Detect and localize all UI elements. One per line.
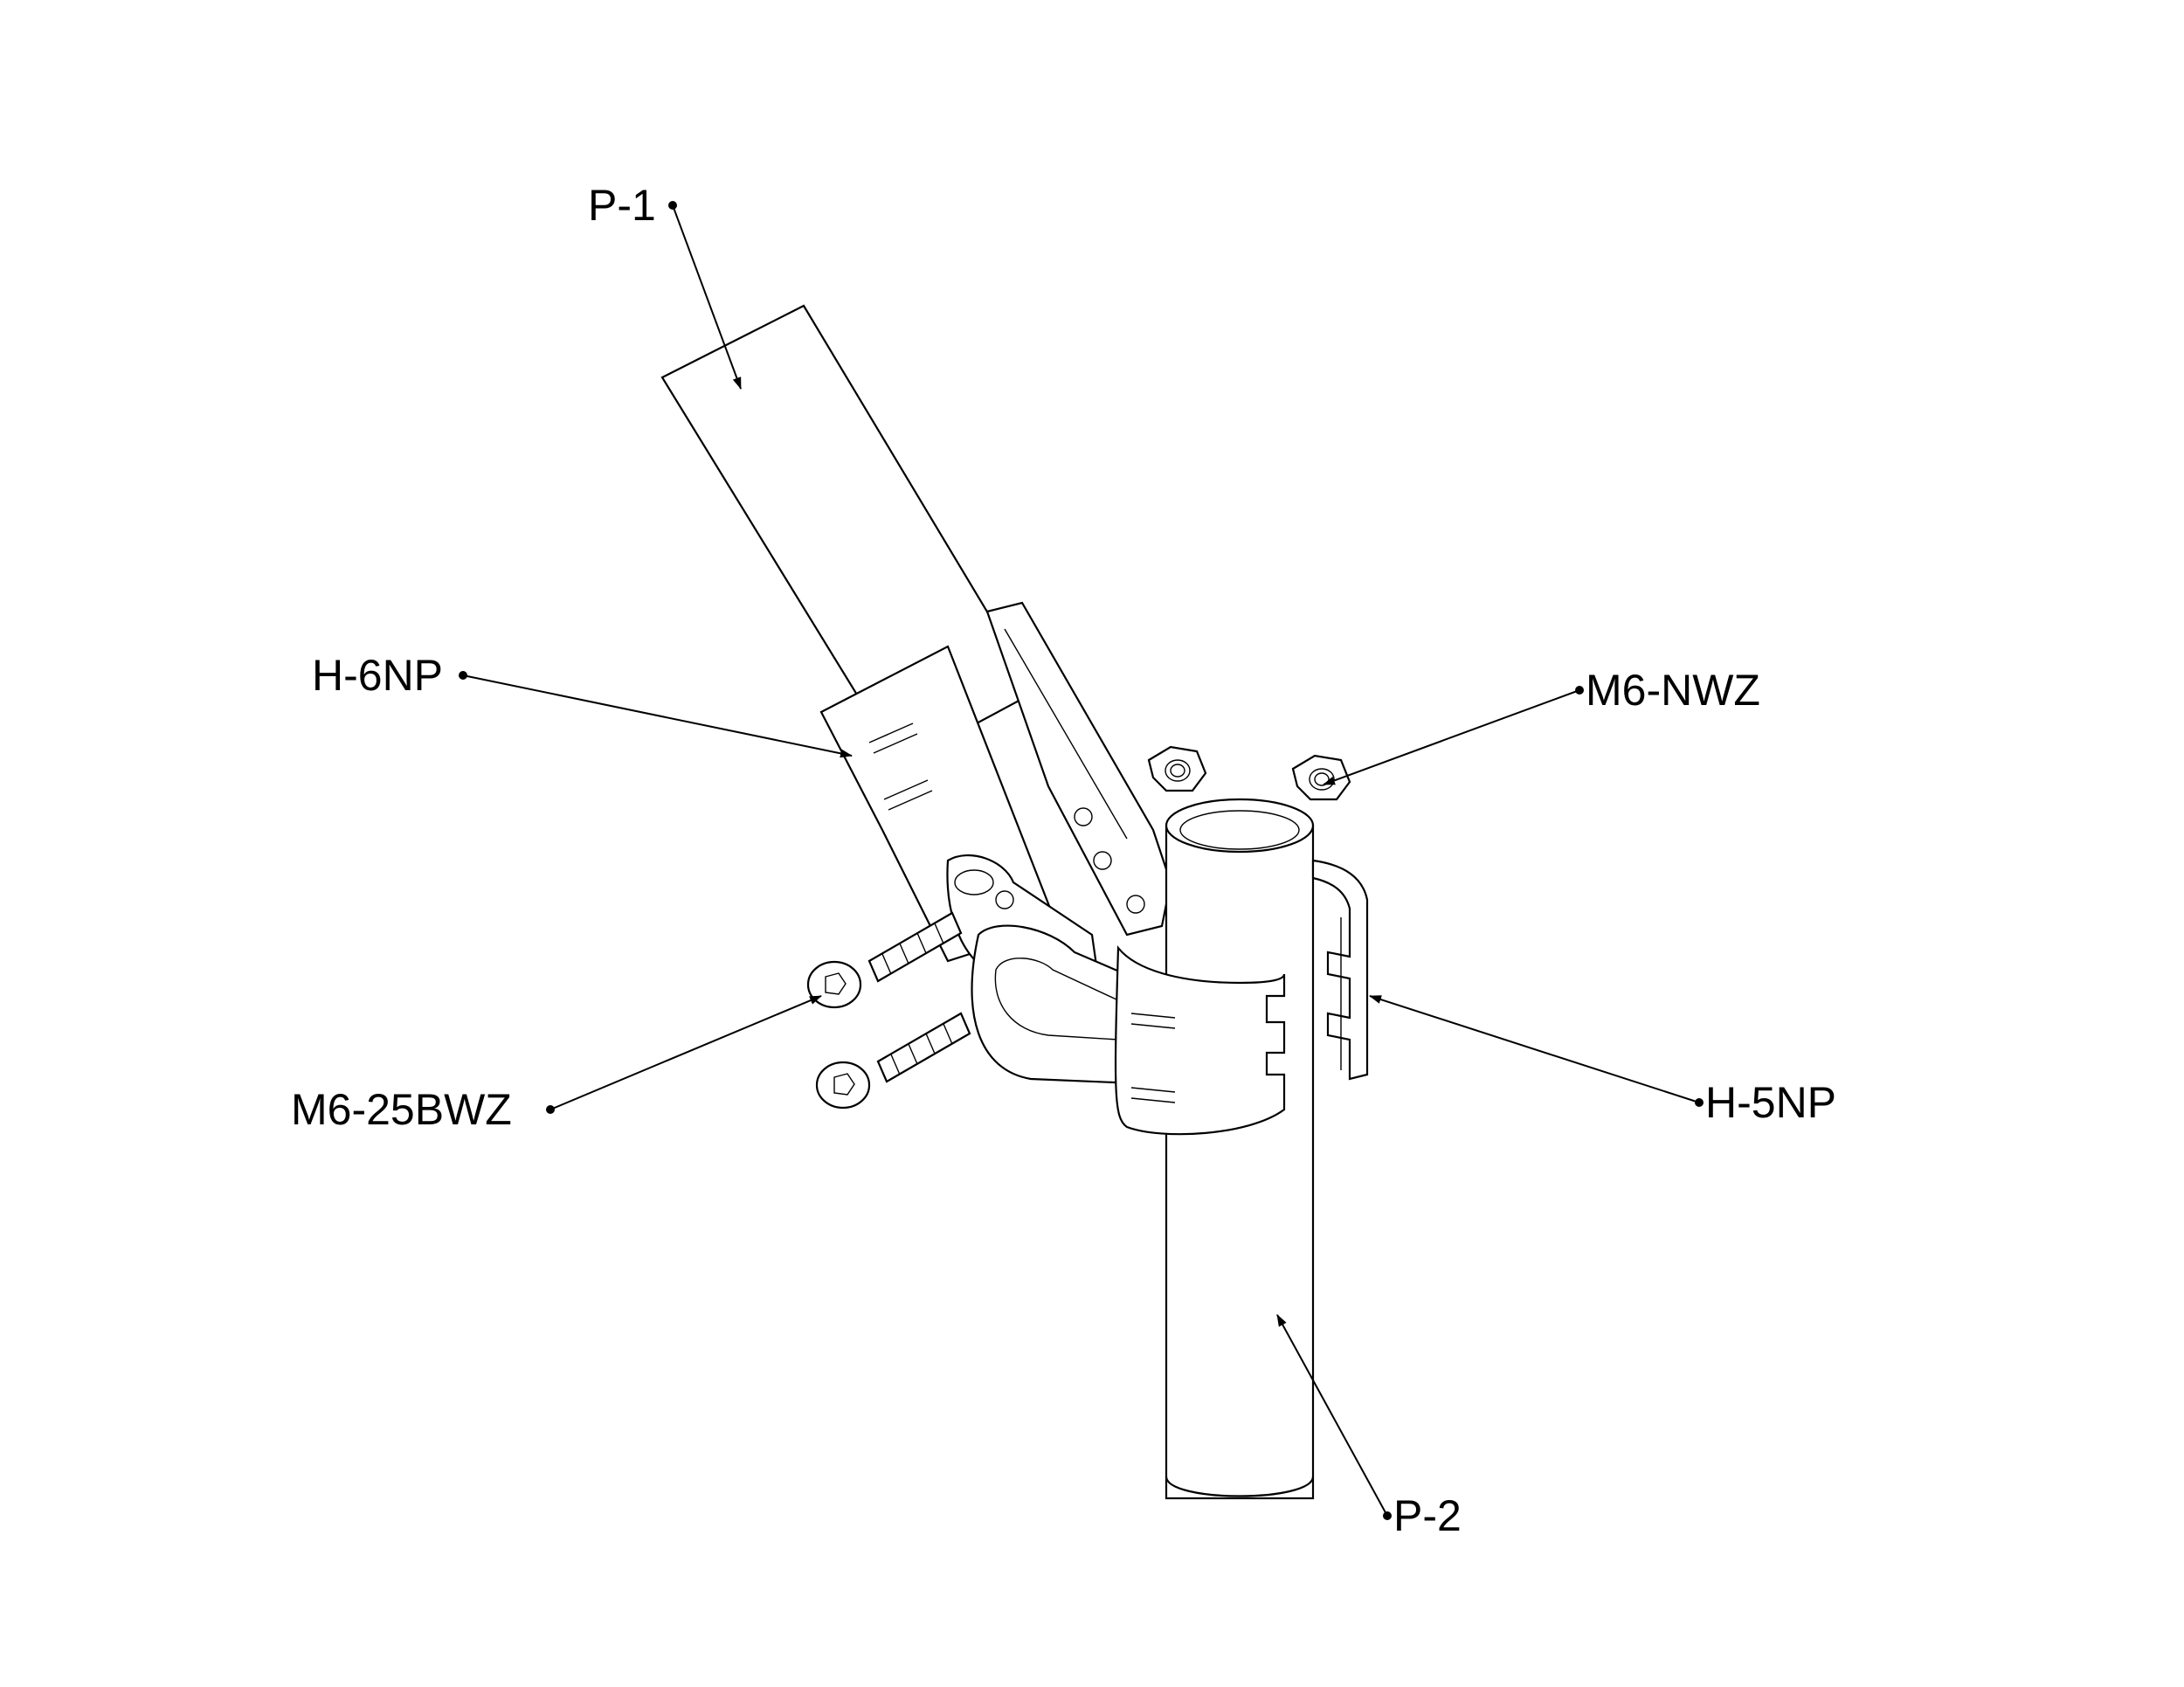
- label-p2: P-2: [1393, 1491, 1462, 1540]
- label-m6nwz: M6-NWZ: [1586, 666, 1760, 715]
- label-p1: P-1: [588, 181, 656, 230]
- bolt-upper: [806, 911, 963, 1009]
- label-h6np: H-6NP: [312, 651, 443, 700]
- leader-h6np: [462, 674, 853, 758]
- leader-m6-25bwz: [549, 995, 822, 1110]
- tube-p2: [1165, 798, 1315, 1500]
- leader-h5np: [1369, 995, 1700, 1103]
- hinge-plate: [946, 854, 1137, 1085]
- nut-left: [1147, 745, 1207, 792]
- front-clamp: [1114, 944, 1286, 1136]
- label-dots: [459, 201, 1704, 1520]
- bolt-lower: [815, 1012, 971, 1110]
- label-m6-25bwz: M6-25BWZ: [291, 1085, 512, 1134]
- leader-lines: [462, 204, 1700, 1517]
- leader-p1: [672, 204, 742, 390]
- label-h5np: H-5NP: [1705, 1078, 1836, 1127]
- leader-m6nwz: [1323, 689, 1580, 785]
- leader-p2: [1276, 1314, 1388, 1517]
- clamp-h5np: [1311, 859, 1369, 1081]
- tube-p1: [660, 304, 1037, 766]
- nut-right: [1291, 754, 1351, 801]
